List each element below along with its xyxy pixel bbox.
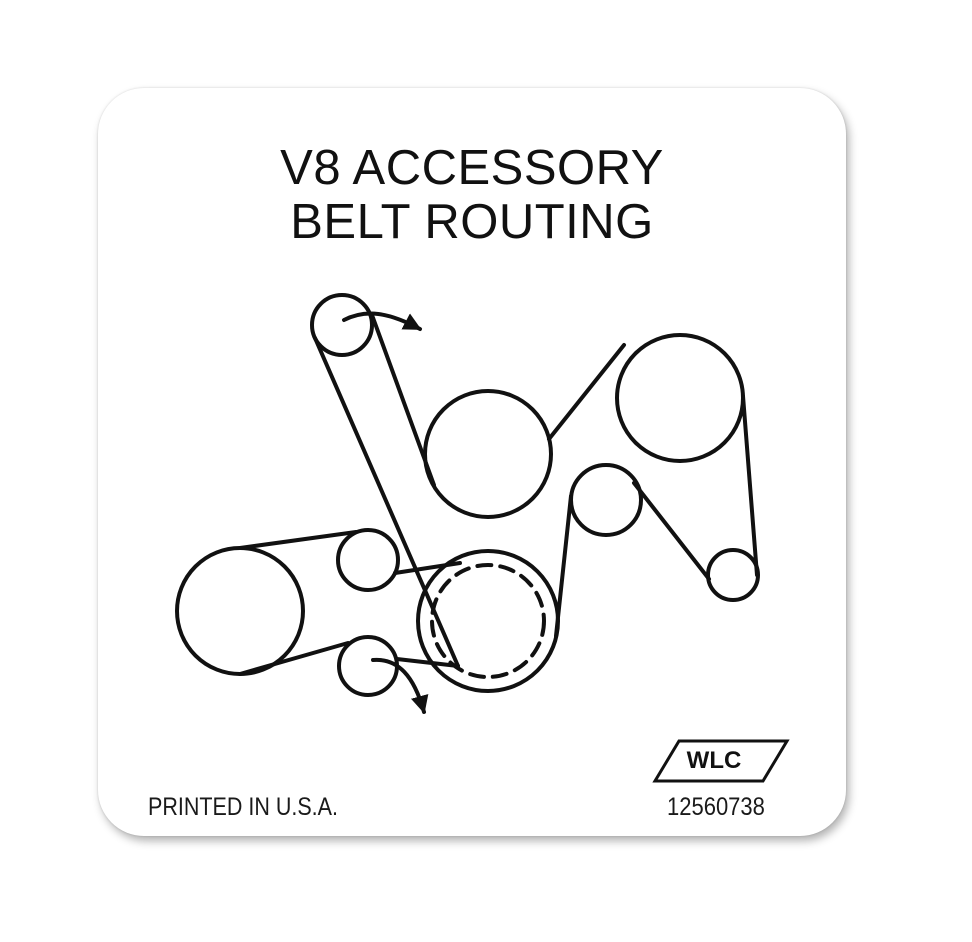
top-idler-pulley	[310, 293, 374, 357]
rotation-arrow-top	[342, 311, 422, 331]
logo-text: WLC	[686, 747, 742, 774]
belt-segment	[238, 641, 350, 676]
lower-right-idler-pulley	[706, 548, 760, 602]
title-line-1: V8 ACCESSORY	[280, 141, 664, 195]
belt-segment	[313, 336, 460, 668]
title-line-2: BELT ROUTING	[290, 195, 654, 249]
logo-parallelogram	[652, 739, 790, 783]
belt-routing-diagram	[175, 293, 790, 783]
lower-small-idler-pulley	[337, 635, 399, 697]
belt-segment	[238, 530, 358, 550]
left-large-pulley	[175, 546, 305, 676]
upper-right-pulley	[615, 333, 745, 463]
crankshaft-hub-dashed	[430, 563, 546, 679]
part-number: 12560738	[667, 793, 765, 821]
belt-routing-label: V8 ACCESSORY BELT ROUTING	[98, 88, 846, 836]
rotation-arrow-bottom	[371, 657, 429, 714]
belt-segment	[741, 394, 759, 577]
printed-in-text: PRINTED IN U.S.A.	[148, 793, 338, 821]
upper-small-idler-pulley	[336, 528, 400, 592]
belt-segment	[547, 343, 626, 441]
belt-segment	[632, 481, 711, 581]
belt-segment	[395, 657, 460, 668]
belt-segment	[370, 313, 436, 487]
center-pulley	[423, 389, 553, 519]
right-middle-pulley	[569, 463, 643, 537]
belt-segment	[554, 494, 573, 638]
belt-segment	[393, 561, 462, 575]
